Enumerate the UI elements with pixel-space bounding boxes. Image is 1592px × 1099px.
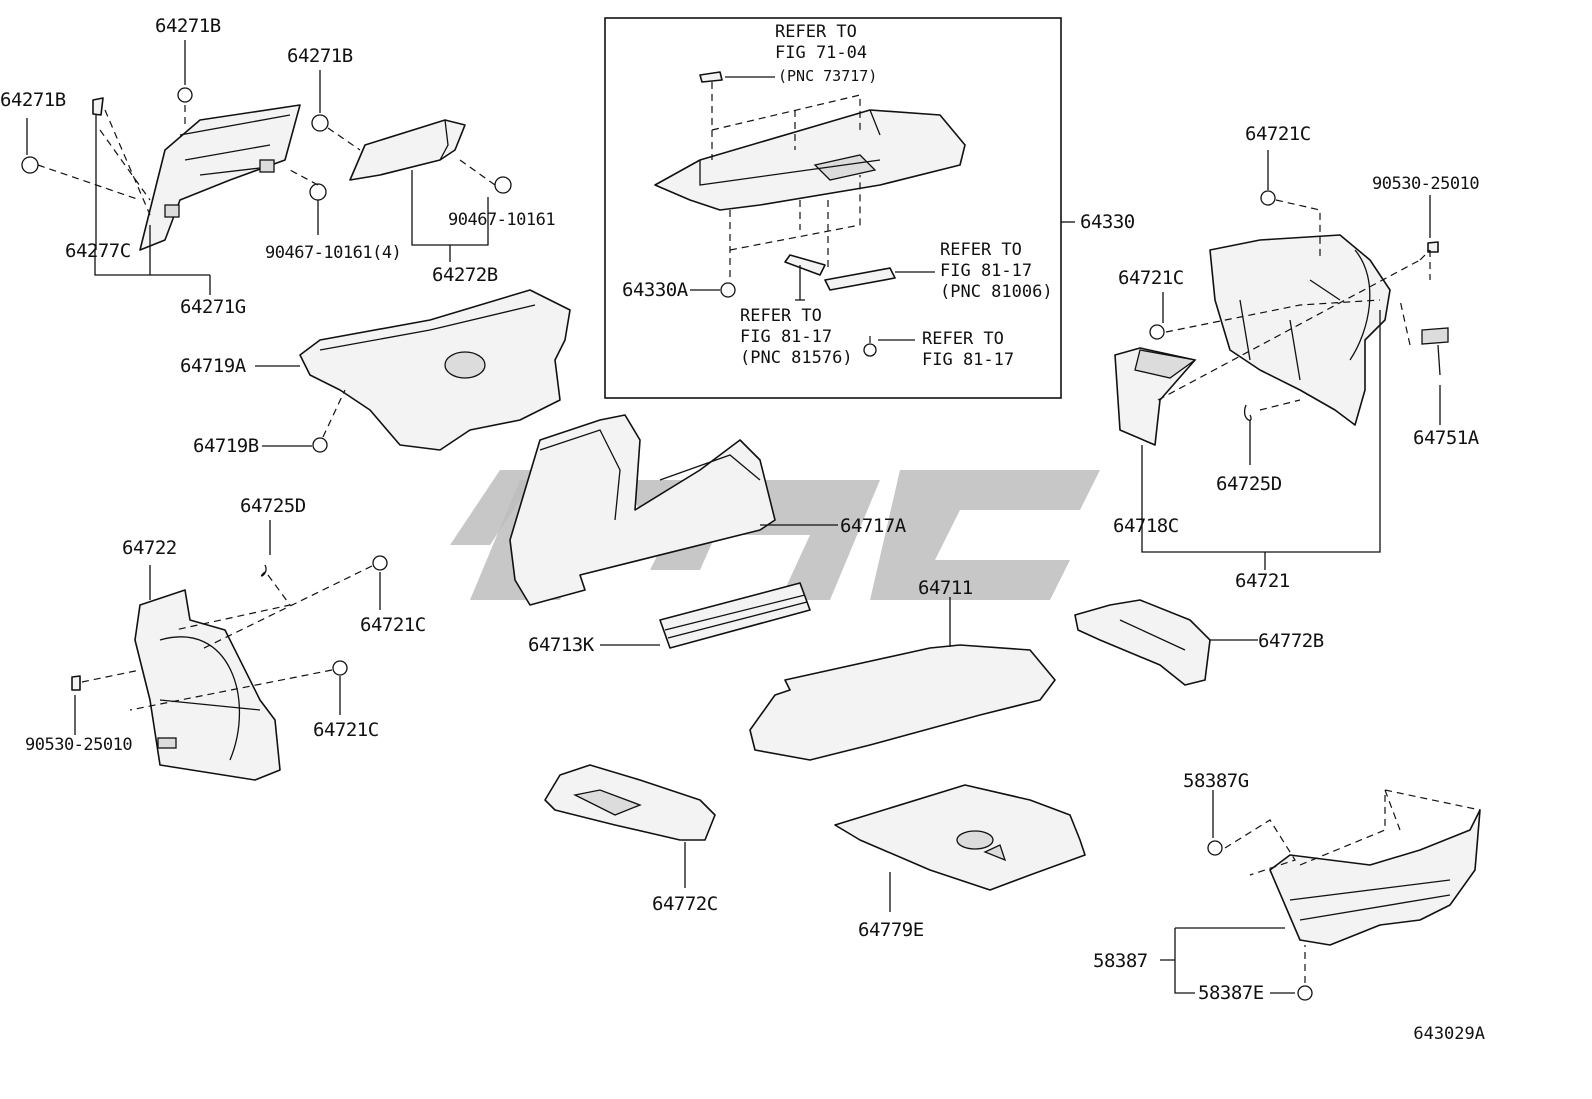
label-64721C: 64721C <box>1245 123 1311 145</box>
note-refer-fig-71-04: REFER TO FIG 71-04 <box>775 22 868 63</box>
label-58387: 58387 <box>1093 950 1148 972</box>
label-64721C: 64721C <box>313 719 379 741</box>
note-refer-fig-81-17-pnc-81576: REFER TO FIG 81-17 (PNC 81576) <box>740 306 853 368</box>
label-64751A: 64751A <box>1413 427 1479 449</box>
label-64772B: 64772B <box>1258 630 1324 652</box>
part-64721-side-trim <box>1209 234 1391 426</box>
label-64330: 64330 <box>1080 211 1135 233</box>
label-64772C: 64772C <box>652 893 718 915</box>
figure-reference-code: 643029A <box>1413 1024 1485 1044</box>
label-64713K: 64713K <box>528 634 594 656</box>
part-64772B-tray <box>1074 599 1211 686</box>
label-64272B: 64272B <box>432 264 498 286</box>
part-64772C-tray <box>544 764 716 841</box>
label-64722: 64722 <box>122 537 177 559</box>
part-58387-sill <box>1269 809 1481 946</box>
label-58387E: 58387E <box>1198 982 1264 1004</box>
label-64721C: 64721C <box>1118 267 1184 289</box>
label-64271B: 64271B <box>155 15 221 37</box>
label-64779E: 64779E <box>858 919 924 941</box>
reference-box-64330 <box>604 17 1062 399</box>
label-64719A: 64719A <box>180 355 246 377</box>
label-64330A: 64330A <box>622 279 688 301</box>
part-64711-mat <box>749 644 1056 761</box>
label-64717A: 64717A <box>840 515 906 537</box>
note-refer-fig-81-17: REFER TO FIG 81-17 <box>922 329 1015 370</box>
label-90530-25010: 90530-25010 <box>25 735 133 755</box>
label-90467-10161-4: 90467-10161(4) <box>265 243 402 263</box>
label-64719B: 64719B <box>193 435 259 457</box>
part-64718C-cover <box>1114 347 1197 446</box>
label-64725D: 64725D <box>1216 473 1282 495</box>
part-64779E-board <box>834 784 1086 891</box>
label-90467-10161: 90467-10161 <box>448 210 556 230</box>
part-64713K-strip <box>659 582 811 649</box>
label-64277C: 64277C <box>65 240 131 262</box>
label-64271B: 64271B <box>287 45 353 67</box>
label-64725D: 64725D <box>240 495 306 517</box>
label-58387G: 58387G <box>1183 770 1249 792</box>
label-64721: 64721 <box>1235 570 1290 592</box>
note-pnc-73717: (PNC 73717) <box>778 67 878 85</box>
part-64722-side-panel <box>134 589 281 781</box>
label-64271G: 64271G <box>180 296 246 318</box>
label-64721C: 64721C <box>360 614 426 636</box>
label-64718C: 64718C <box>1113 515 1179 537</box>
part-64330-package-tray <box>654 109 966 211</box>
label-90530-25010: 90530-25010 <box>1372 174 1480 194</box>
label-64271B: 64271B <box>0 89 66 111</box>
label-64711: 64711 <box>918 577 973 599</box>
part-64719A-panel <box>299 289 571 451</box>
note-refer-fig-81-17-pnc-81006: REFER TO FIG 81-17 (PNC 81006) <box>940 240 1053 302</box>
part-64272B-bracket <box>349 119 466 181</box>
part-64717A-trim <box>509 414 776 606</box>
part-64271G-bracket <box>92 97 301 251</box>
